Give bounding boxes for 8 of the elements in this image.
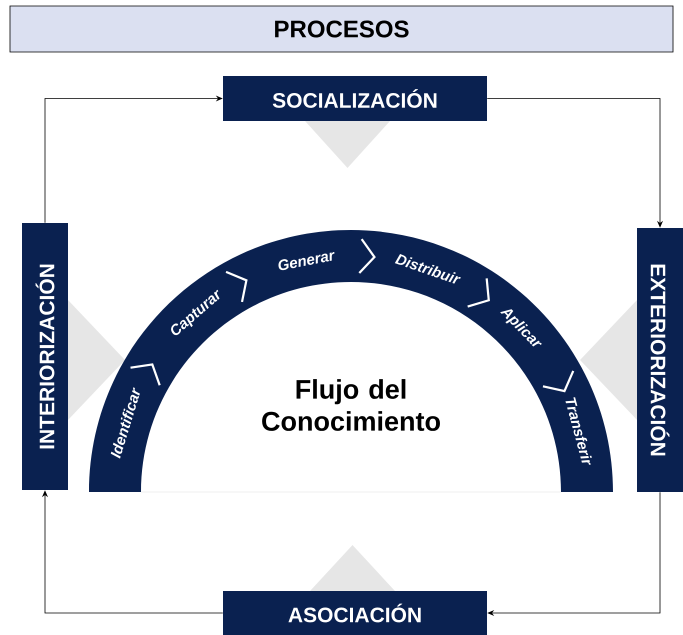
- process-box: SOCIALIZACIÓN: [223, 76, 487, 121]
- process-box: INTERIORIZACIÓN: [22, 223, 68, 490]
- pointer-triangle: [305, 121, 390, 168]
- pointer-triangle: [310, 545, 395, 591]
- process-box: ASOCIACIÓN: [223, 591, 487, 635]
- process-box: EXTERIORIZACIÓN: [637, 228, 683, 492]
- step-label: Generar: [278, 252, 334, 270]
- title-band: PROCESOS: [10, 6, 674, 52]
